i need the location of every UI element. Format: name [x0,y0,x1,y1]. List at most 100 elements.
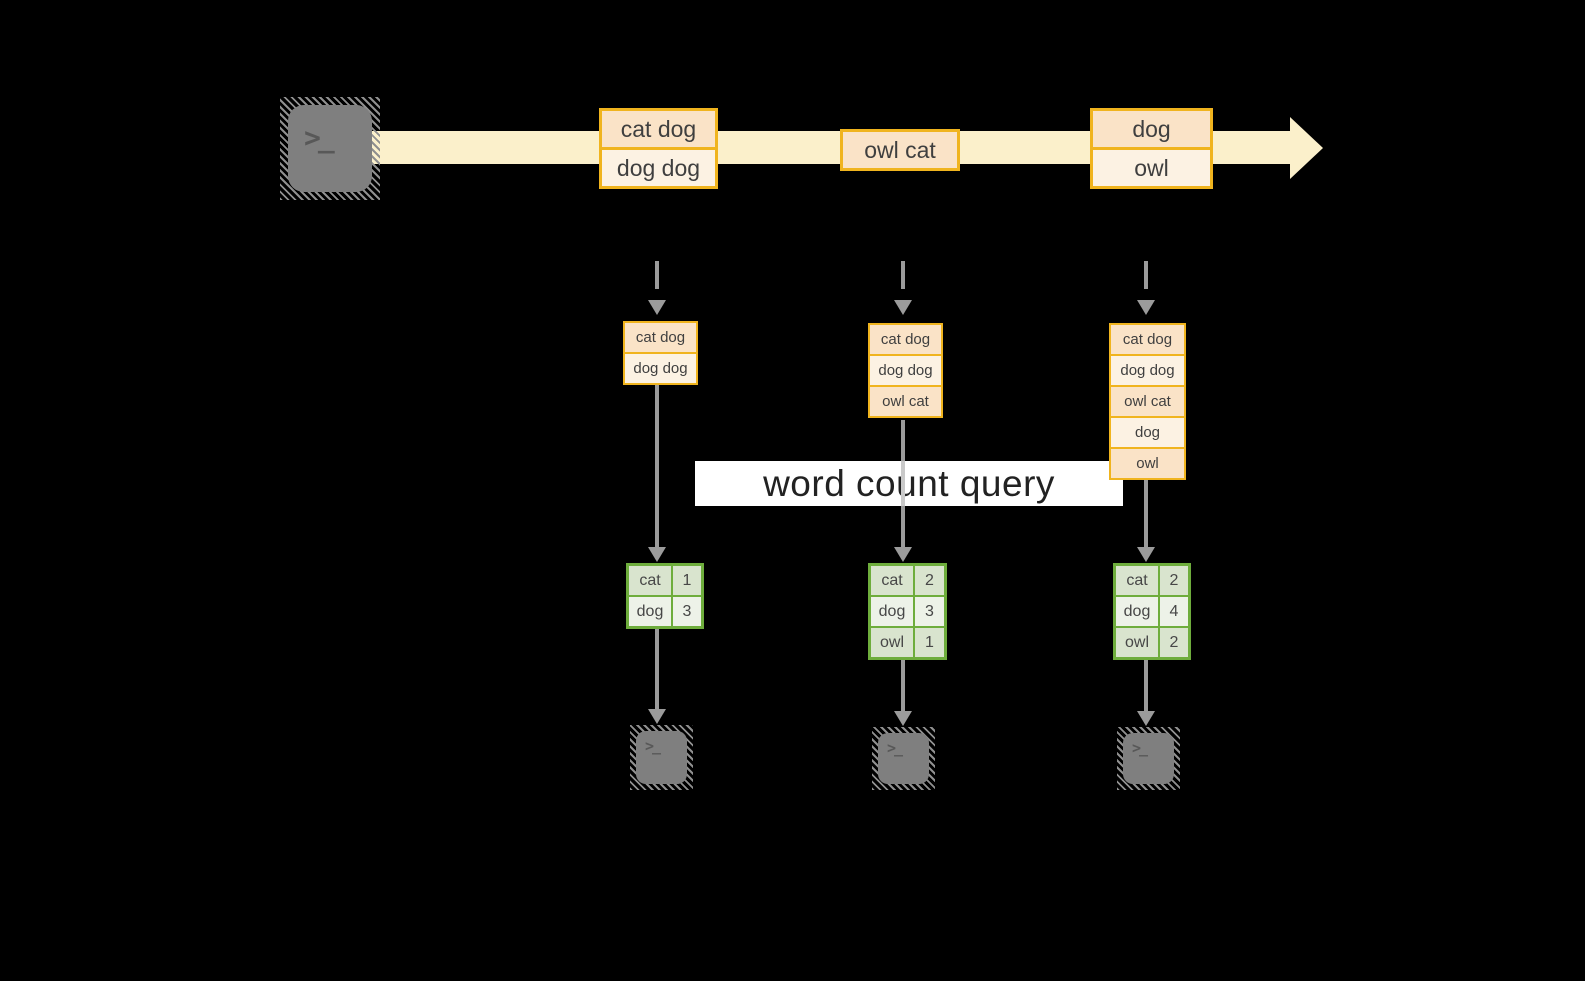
count-row: cat 2 [871,566,944,595]
stack-label: owl cat [882,393,929,410]
count-cell: 2 [1160,566,1188,595]
stack-row: owl [1111,449,1184,478]
arrow-head [1137,300,1155,315]
stack-label: cat dog [1122,331,1173,348]
word-cell: dog [871,597,913,626]
word-label: cat [1126,571,1148,589]
word-label: owl [879,633,904,651]
terminal-prompt-glyph: >_ [1132,739,1148,757]
stream-event: owl [1093,150,1210,186]
event-label: dog [1132,115,1171,142]
stream-event-batch-2: owl cat [840,129,960,171]
flow-line-3 [1144,480,1148,547]
arrow-head [894,547,912,562]
count-row: owl 2 [1116,628,1188,657]
event-label: owl [1134,154,1169,181]
word-label: dog [1123,602,1151,620]
count-cell: 1 [915,628,944,657]
count-value: 3 [682,602,692,620]
count-row: cat 1 [629,566,701,595]
stream-event: dog dog [602,150,715,186]
stack-label: cat dog [880,331,931,348]
count-row: dog 3 [871,597,944,626]
query-band: word count query [695,461,1123,506]
stack-row: owl cat [870,387,941,416]
count-cell: 2 [1160,628,1188,657]
count-value: 2 [925,571,934,589]
input-stack-2: cat dog dog dog owl cat [868,323,943,418]
word-label: cat [881,571,903,589]
stack-label: dog [1134,424,1161,441]
sink-terminal-icon-3: >_ [1117,727,1180,790]
source-terminal-icon: >_ [280,97,380,200]
word-cell: cat [1116,566,1158,595]
terminal-prompt-glyph: >_ [887,739,903,757]
sink-terminal-icon-1: >_ [630,725,693,790]
word-label: dog [636,602,664,620]
flow-line-2 [901,506,905,547]
arrow-head [648,709,666,724]
arrow-head [1137,547,1155,562]
stack-row: cat dog [870,325,941,354]
stream-event-batch-3: dog owl [1090,108,1213,189]
stream-event: cat dog [602,111,715,147]
stream-event: owl cat [843,132,957,168]
stream-event: dog [1093,111,1210,147]
stream-event-batch-1: cat dog dog dog [599,108,718,189]
word-cell: cat [871,566,913,595]
terminal-body: >_ [636,731,687,784]
word-cell: dog [1116,597,1158,626]
count-value: 3 [925,602,934,620]
stack-label: owl [1136,455,1159,472]
stack-label: owl cat [1124,393,1171,410]
stack-row: dog [1111,418,1184,447]
word-label: cat [639,571,661,589]
stack-row: dog dog [625,354,696,383]
count-value: 1 [682,571,692,589]
stack-label: dog dog [1120,362,1175,379]
count-cell: 3 [915,597,944,626]
dashed-arrow-3 [1144,261,1148,289]
arrow-head [648,547,666,562]
word-label: dog [878,602,906,620]
terminal-body: >_ [878,733,929,784]
flow-line-1 [655,385,659,547]
input-stack-1: cat dog dog dog [623,321,698,385]
word-count-table-3: cat 2 dog 4 owl 2 [1113,563,1191,660]
dashed-arrow-2 [901,261,905,289]
count-row: owl 1 [871,628,944,657]
count-value: 1 [925,633,934,651]
dashed-arrow-1 [655,261,659,289]
arrow-head [1137,711,1155,726]
word-cell: owl [1116,628,1158,657]
count-value: 4 [1169,602,1179,620]
word-count-table-2: cat 2 dog 3 owl 1 [868,563,947,660]
stack-row: cat dog [625,323,696,352]
event-label: owl cat [864,136,936,163]
stack-row: dog dog [1111,356,1184,385]
query-label: word count query [763,462,1055,504]
flow-line-2-over-band [901,461,905,506]
count-value: 2 [1169,571,1179,589]
word-cell: dog [629,597,671,626]
flow-line-2 [901,420,905,461]
arrow-head [894,711,912,726]
count-row: dog 4 [1116,597,1188,626]
word-count-table-1: cat 1 dog 3 [626,563,704,629]
sink-line-2 [901,660,905,711]
stack-row: dog dog [870,356,941,385]
terminal-prompt-glyph: >_ [304,121,335,154]
count-row: dog 3 [629,597,701,626]
input-stack-3: cat dog dog dog owl cat dog owl [1109,323,1186,480]
stack-label: dog dog [633,360,688,377]
count-row: cat 2 [1116,566,1188,595]
stack-row: owl cat [1111,387,1184,416]
terminal-body: >_ [1123,733,1174,784]
count-value: 2 [1169,633,1179,651]
word-cell: cat [629,566,671,595]
stack-row: cat dog [1111,325,1184,354]
stack-label: dog dog [878,362,933,379]
count-cell: 4 [1160,597,1188,626]
sink-terminal-icon-2: >_ [872,727,935,790]
